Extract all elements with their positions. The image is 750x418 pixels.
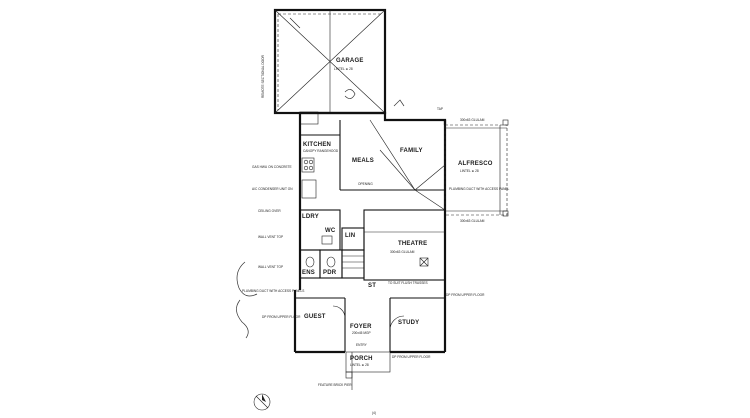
- garage-dimension-tick: [289, 17, 301, 29]
- alfresco-plumbing-note: PLUMBING DUCT WITH ACCESS PANEL: [449, 187, 510, 191]
- alfresco-outline: [444, 124, 508, 216]
- ac-unit-note: A/C CONDENSER UNIT ON: [252, 187, 293, 191]
- cooktop-burner: [303, 159, 309, 165]
- kitchen-label: KITCHEN: [303, 142, 331, 148]
- theatre-column-cross: [419, 257, 429, 267]
- family-roof-line: [414, 189, 446, 211]
- cooktop-burner: [308, 159, 314, 165]
- theatre-walls: [363, 209, 446, 281]
- garage-lintel-note: LINTEL ⊕ 28: [334, 67, 353, 71]
- dp-upper-note-east: DP FROM UPPER FLOOR: [446, 293, 485, 297]
- laundry-label: LDRY: [302, 214, 319, 220]
- front-rooms: [295, 297, 445, 390]
- hand-sketch: [393, 99, 405, 107]
- theatre-label: THEATRE: [398, 241, 427, 247]
- linen-label: LIN: [345, 233, 355, 239]
- feature-pier: [345, 371, 353, 379]
- wet-areas: [299, 209, 365, 279]
- kitchen-meals-family: [300, 119, 446, 211]
- study-label: STUDY: [398, 320, 419, 326]
- foyer-beam-note: 200x45 MGP: [352, 331, 371, 335]
- outer-wall-north: [298, 111, 447, 125]
- hand-sketch: [236, 261, 258, 297]
- garage-label: GARAGE: [336, 58, 364, 64]
- laundry-trough: [321, 235, 333, 245]
- gas-hwu-note: GAS HWU ON CONCRETE: [252, 165, 292, 169]
- hand-sketch: [236, 299, 249, 339]
- guest-label: GUEST: [304, 314, 326, 320]
- alfresco-lintel-note: LINTEL ⊕ 28: [460, 169, 479, 173]
- powder-room-label: PDR: [323, 270, 337, 276]
- theatre-beam-note: 300x63 GLULAM: [390, 250, 415, 254]
- hand-sketch: [344, 89, 356, 99]
- powder-toilet: [326, 256, 336, 268]
- alfresco-label: ALFRESCO: [458, 161, 493, 167]
- family-roof-line: [369, 119, 446, 191]
- opening-note: OPENING: [358, 182, 373, 186]
- guest-door-swing: [332, 305, 346, 319]
- garage-door-note: REMOTE SECTIONAL DOOR: [261, 54, 265, 98]
- kitchen-fridge-space: [301, 179, 317, 199]
- ceiling-over-note: CEILING OVER: [258, 209, 281, 213]
- alfresco-post: [502, 119, 509, 126]
- alfresco-beam-note-top: 300x63 GLULAM: [460, 118, 485, 122]
- foyer-label: FOYER: [350, 324, 372, 330]
- theatre-area: [363, 209, 446, 281]
- study-dp-note: DP FROM UPPER FLOOR: [392, 355, 431, 359]
- dp-upper-note-west: DP FROM UPPER FLOOR: [262, 315, 301, 319]
- study-door-swing: [389, 315, 405, 331]
- meals-label: MEALS: [352, 158, 374, 164]
- porch-outline: [345, 351, 391, 373]
- entry-note: ENTRY: [356, 343, 368, 347]
- cooktop-burner: [308, 165, 314, 171]
- north-arrow: [253, 393, 271, 411]
- garage-area: [273, 8, 387, 125]
- plumbing-duct-note: PLUMBING DUCT WITH ACCESS PANELS: [242, 289, 304, 293]
- kitchen-canopy-note: CANOPY RANGEHOOD: [303, 149, 339, 153]
- porch-lintel-note: LINTEL ⊕ 28: [350, 363, 369, 367]
- ensuite-label: ENS: [302, 270, 315, 276]
- family-label: FAMILY: [400, 148, 423, 154]
- wall-vent-note-2: WALL VENT TOP: [258, 265, 283, 269]
- porch-label: PORCH: [350, 356, 373, 362]
- cooktop-burner: [303, 165, 309, 171]
- page-number: (4): [372, 411, 376, 415]
- alfresco-beam-note-bottom: 300x63 GLULAM: [460, 219, 485, 223]
- alfresco-post: [502, 210, 509, 217]
- stair-walls: [341, 249, 365, 279]
- wc-label: WC: [325, 228, 336, 234]
- family-roof-line: [379, 149, 416, 191]
- wall-vent-note: WALL VENT TOP: [258, 235, 283, 239]
- theatre-flush-note: TO SUIT FLUSH TRUSSES: [388, 281, 428, 285]
- feature-pier-note: FEATURE BRICK PIER: [318, 383, 352, 387]
- tap-note: TAP: [437, 107, 443, 111]
- linen-walls: [341, 227, 365, 251]
- ensuite-toilet: [305, 256, 315, 268]
- theatre-column: [419, 257, 429, 267]
- store-label: ST: [368, 283, 376, 289]
- kitchen-cooktop: [301, 157, 315, 173]
- alfresco-area: [444, 119, 509, 217]
